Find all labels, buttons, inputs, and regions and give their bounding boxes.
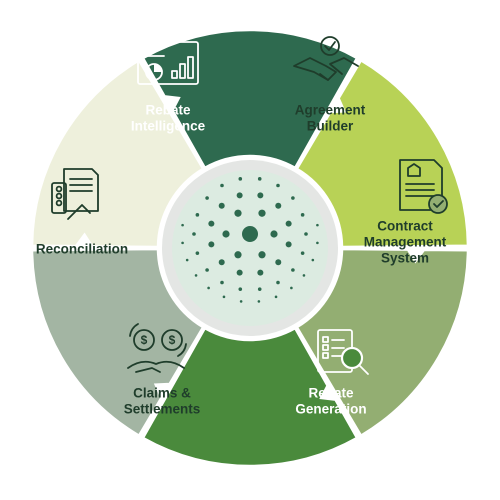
segment-label-rebate-intelligence: Rebate — [145, 103, 191, 118]
icons-layer: $$ — [51, 36, 448, 375]
money-exchange-icon: $$ — [127, 323, 187, 373]
segment-label-agreement-builder: Builder — [307, 119, 354, 134]
clipboard-search-icon — [317, 329, 369, 375]
svg-text:$: $ — [141, 333, 148, 347]
segment-label-reconciliation: Reconciliation — [36, 242, 128, 257]
segment-label-agreement-builder: Agreement — [295, 103, 366, 118]
labels-layer: RebateIntelligenceAgreementBuilderContra… — [36, 103, 447, 417]
svg-text:$: $ — [169, 333, 176, 347]
contract-document-icon — [399, 159, 448, 214]
segment-label-rebate-generation: Generation — [295, 402, 366, 417]
center-hub — [162, 160, 338, 336]
segment-label-rebate-generation: Rebate — [308, 386, 354, 401]
segment-label-contract-management-system: Management — [364, 235, 447, 250]
document-handoff-icon — [51, 168, 99, 220]
handshake-icon — [293, 36, 359, 81]
segment-agreement-builder — [295, 58, 470, 249]
center-disc — [172, 170, 328, 326]
segment-contract-management-system — [295, 247, 470, 438]
segment-label-claims-settlements: Claims & — [133, 386, 191, 401]
analytics-dashboard-icon — [137, 41, 199, 85]
segment-label-rebate-intelligence: Intelligence — [131, 119, 206, 134]
dot-burst-logo-icon — [181, 177, 319, 303]
segment-label-claims-settlements: Settlements — [124, 402, 201, 417]
segment-rebate-generation — [141, 326, 359, 468]
segments-layer — [30, 28, 470, 468]
segment-claims-settlements — [30, 247, 205, 438]
segment-label-contract-management-system: Contract — [377, 219, 433, 234]
segment-label-contract-management-system: System — [381, 251, 429, 266]
segment-reconciliation — [30, 58, 205, 249]
segment-rebate-intelligence — [141, 28, 359, 170]
